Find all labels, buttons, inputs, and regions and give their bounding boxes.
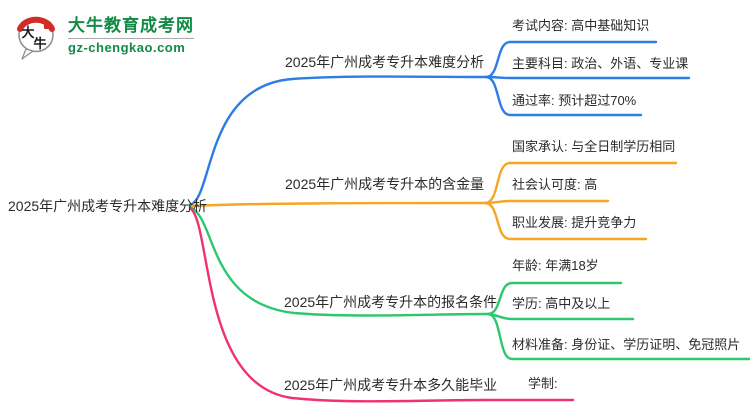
branch-3-topic: 2025年广州成考专升本的报名条件 (284, 294, 498, 310)
daniu-bubble-icon: 大 牛 (17, 16, 55, 60)
branch-4-lines (188, 206, 575, 403)
logo-char-niu: 牛 (33, 36, 46, 51)
branch-4-main-line (188, 206, 486, 403)
branch-1-main-line (188, 75, 488, 207)
branch-2-subtopic-1: 国家承认: 与全日制学历相同 (512, 139, 676, 154)
branch-4-topic: 2025年广州成考专升本多久能毕业 (284, 377, 498, 393)
branch-1-lines (188, 40, 691, 207)
branch-1-topic: 2025年广州成考专升本难度分析 (285, 54, 485, 70)
branch-1-subtopic-3: 通过率: 预计超过70% (512, 93, 637, 108)
branch-1-child-1-line (484, 40, 658, 79)
branch-1-child-2-line (484, 75, 691, 80)
branch-2-child-2-line (483, 199, 610, 205)
branch-3-child-1-line (486, 281, 623, 316)
branch-2-subtopic-3: 职业发展: 提升竞争力 (512, 215, 637, 230)
branch-2-child-3-line (483, 201, 648, 241)
logo-divider (68, 37, 194, 39)
branch-4-subtopic-1: 学制: (528, 376, 558, 391)
branch-3-child-2-line (486, 312, 635, 321)
branch-3-subtopic-2: 学历: 高中及以上 (512, 296, 611, 311)
branch-3-subtopic-1: 年龄: 年满18岁 (512, 258, 599, 273)
branch-2-child-1-line (483, 161, 678, 205)
branch-2-main-line (188, 201, 487, 208)
root-topic: 2025年广州成考专升本难度分析 (8, 198, 208, 214)
branch-3-main-line (188, 205, 490, 317)
branch-2-lines (188, 161, 678, 241)
branch-2-subtopic-2: 社会认可度: 高 (512, 177, 598, 192)
branch-2-topic: 2025年广州成考专升本的含金量 (285, 176, 485, 192)
branch-3-subtopic-3: 材料准备: 身份证、学历证明、免冠照片 (512, 337, 741, 352)
logo-char-da: 大 (21, 25, 34, 40)
logo-domain: gz-chengkao.com (68, 39, 186, 55)
logo-site-name: 大牛教育成考网 (68, 15, 194, 35)
branch-1-subtopic-1: 考试内容: 高中基础知识 (512, 18, 650, 33)
logo-text-block: 大牛教育成考网 gz-chengkao.com (68, 16, 194, 55)
branch-3-lines (188, 205, 750, 361)
branch-1-child-3-line (484, 75, 643, 117)
site-logo: 大 牛 大牛教育成考网 gz-chengkao.com (14, 10, 194, 60)
branch-1-subtopic-2: 主要科目: 政治、外语、专业课 (512, 56, 689, 71)
branch-3-child-3-line (486, 312, 750, 361)
